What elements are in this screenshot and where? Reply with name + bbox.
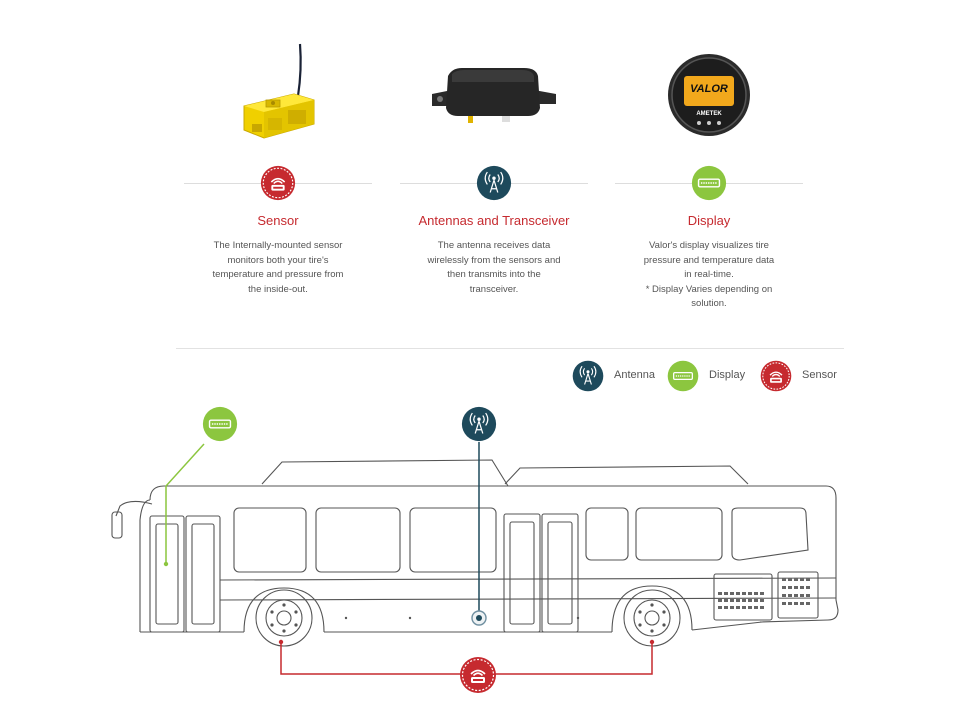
legend-sensor-label: Sensor: [802, 369, 837, 381]
sensor-device-image: [243, 43, 315, 139]
sensor-description: The Internally-mounted sensor monitors b…: [203, 239, 353, 297]
section-divider: [176, 348, 844, 349]
desc-line: transceiver.: [469, 283, 519, 295]
antenna-title: Antennas and Transceiver: [418, 213, 570, 228]
bus-display-icon: [201, 405, 239, 443]
display-connector-line: [165, 443, 205, 564]
legend-antenna-icon: [571, 359, 605, 393]
desc-line: solution.: [691, 298, 727, 309]
desc-line: Valor's display visualizes tire: [649, 240, 769, 251]
display-brand-text: VALOR: [690, 83, 728, 95]
display-icon: [690, 164, 728, 202]
desc-line: * Display Varies depending on: [645, 283, 773, 295]
bus-diagram: [111, 442, 839, 675]
display-maker-text: AMETEK: [696, 111, 722, 117]
antenna-icon: [475, 164, 513, 202]
display-description: Valor's display visualizes tire pressure…: [634, 239, 784, 312]
desc-line: in real-time.: [684, 269, 734, 280]
legend-sensor-icon: [759, 359, 793, 393]
legend-display-icon: [666, 359, 700, 393]
bus-sensor-icon: [458, 655, 498, 695]
sensor-title: Sensor: [257, 213, 299, 228]
desc-line: temperature and pressure from: [212, 269, 344, 280]
transceiver-device-image: [432, 68, 556, 123]
bus-antenna-icon: [460, 405, 498, 443]
valor-display-device-image: VALOR AMETEK: [668, 54, 750, 136]
antenna-description: The antenna receives data wirelessly fro…: [419, 239, 569, 297]
legend-antenna-label: Antenna: [614, 369, 655, 381]
legend-display-label: Display: [709, 369, 746, 381]
desc-line: The Internally-mounted sensor: [213, 240, 343, 251]
desc-line: then transmits into the: [447, 269, 541, 280]
desc-line: pressure and temperature data: [643, 254, 775, 266]
desc-line: The antenna receives data: [437, 240, 551, 251]
sensor-icon: [259, 164, 297, 202]
desc-line: monitors both your tire's: [227, 254, 329, 266]
desc-line: the inside-out.: [248, 283, 308, 295]
desc-line: wirelessly from the sensors and: [427, 254, 561, 266]
display-title: Display: [687, 213, 731, 228]
